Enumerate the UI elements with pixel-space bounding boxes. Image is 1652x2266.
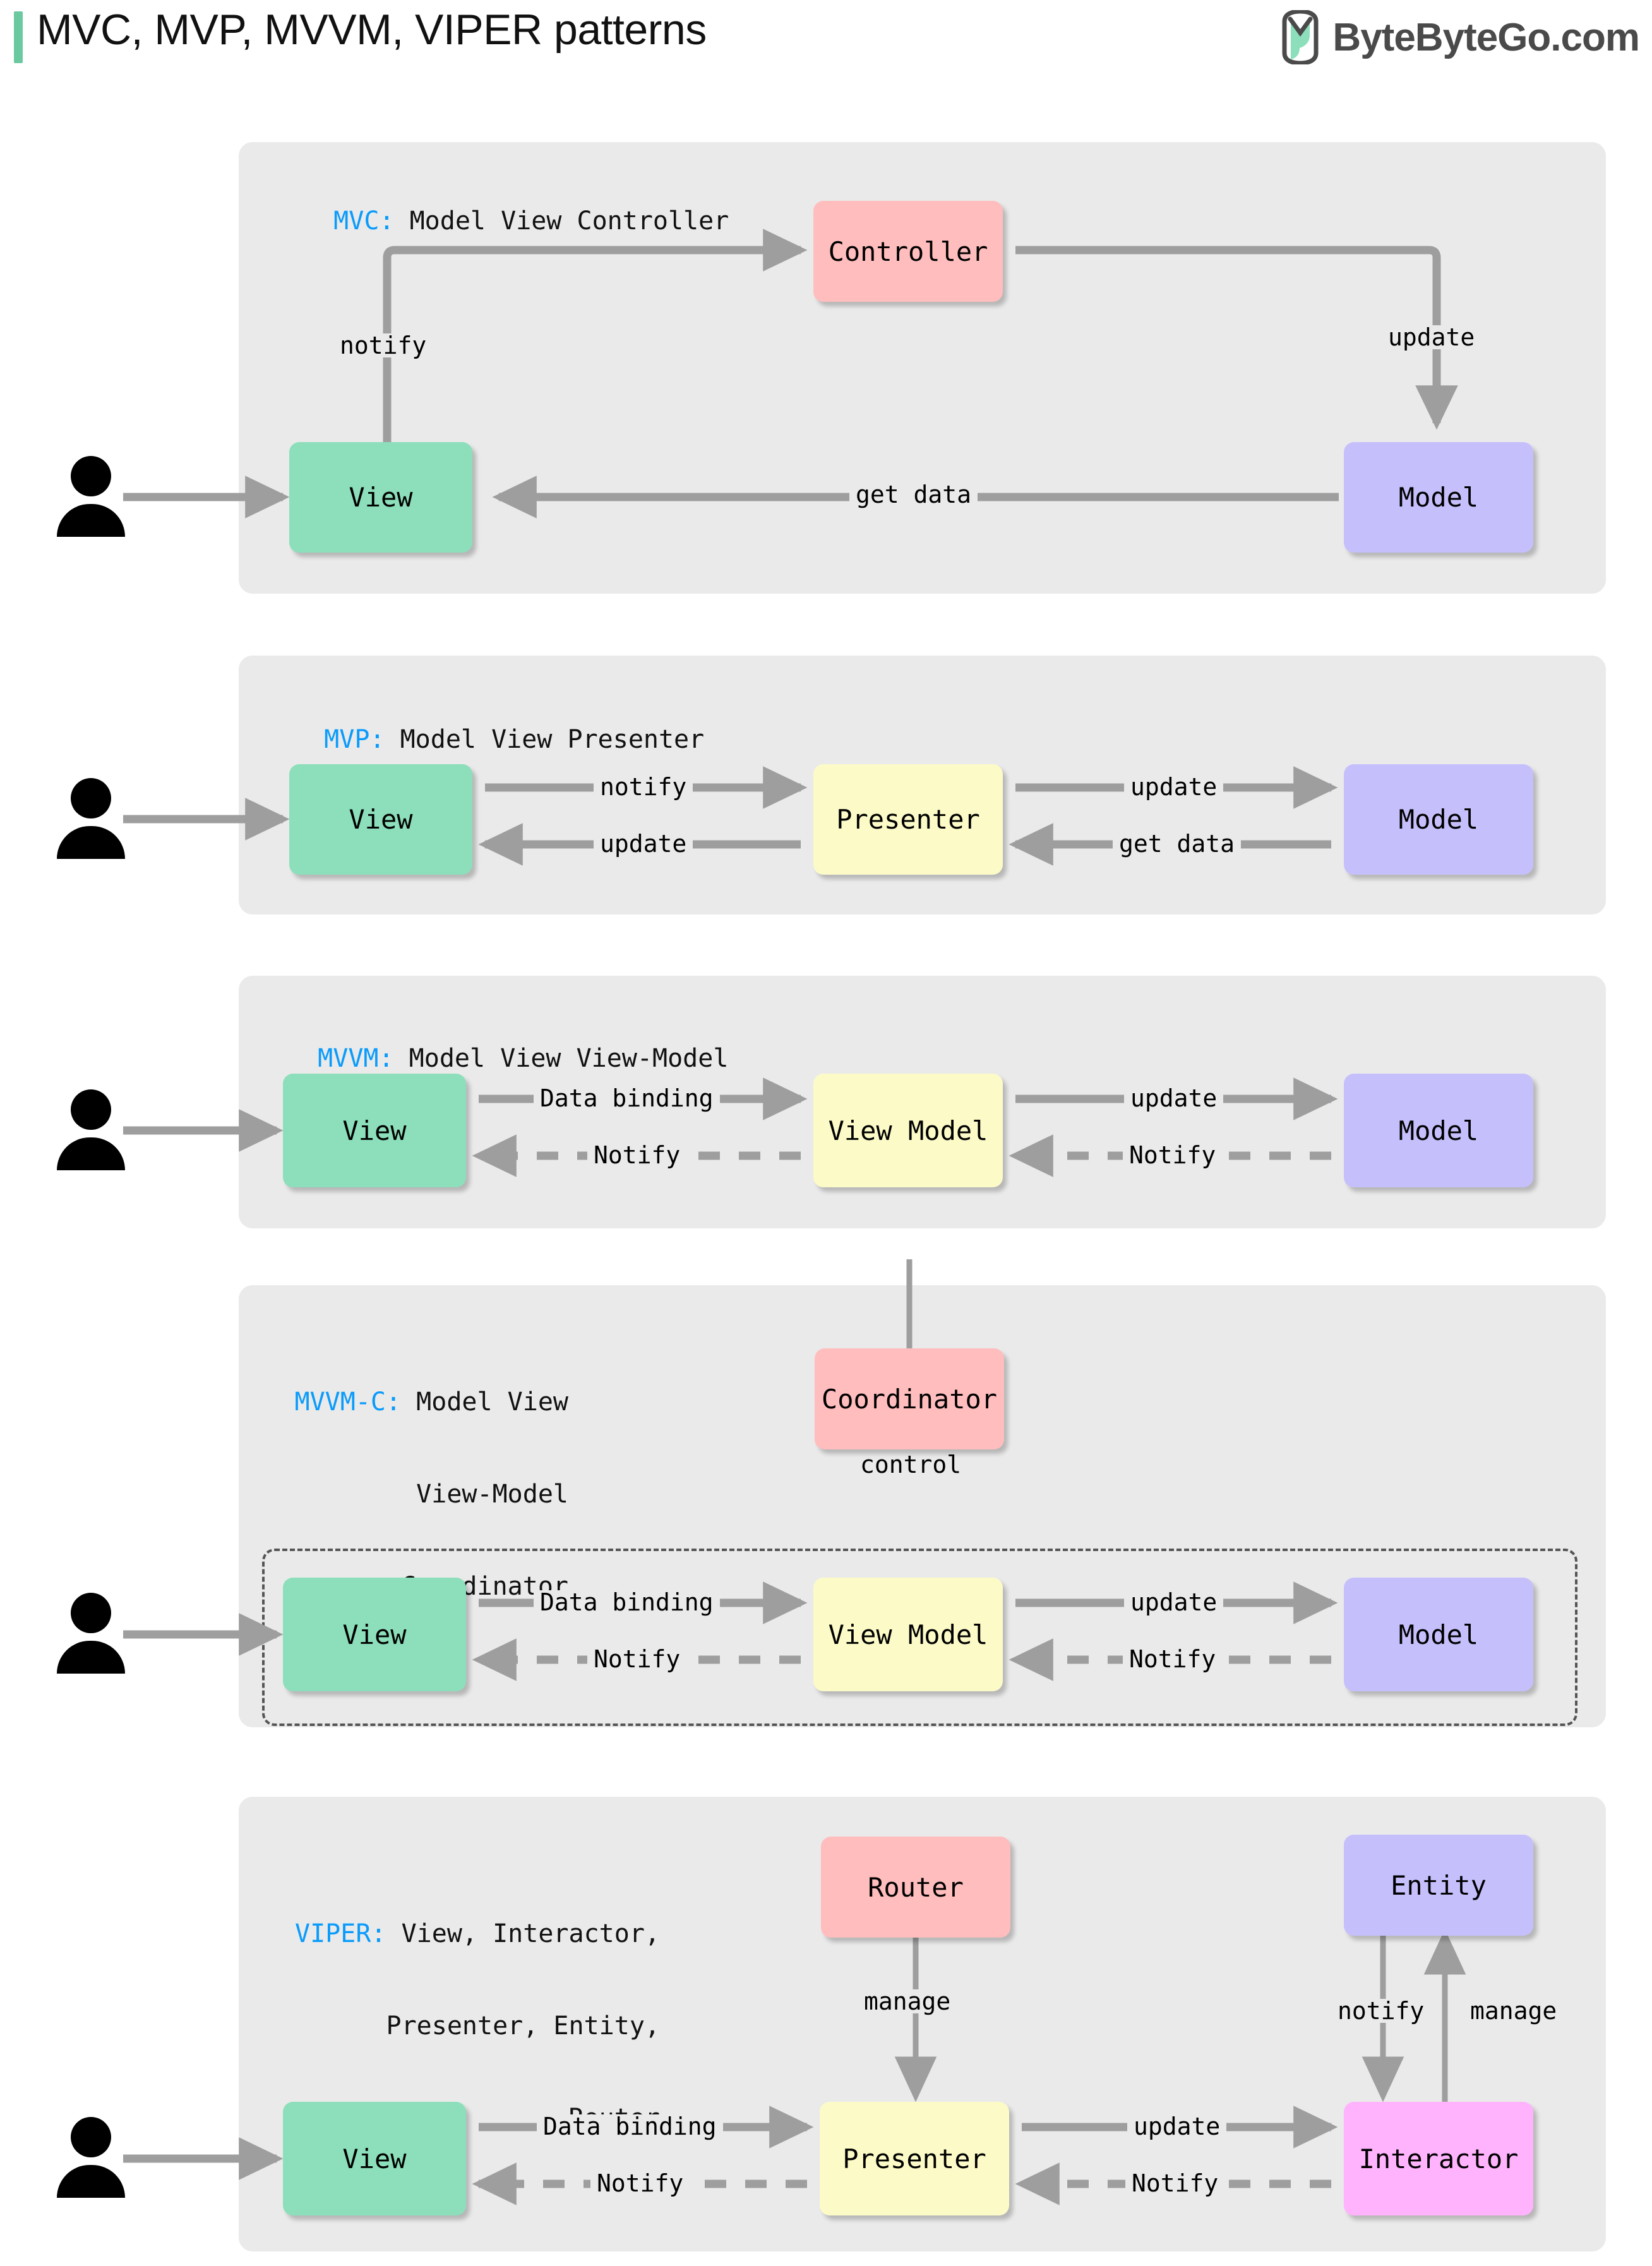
edge-label-viper-notify-ip: Notify (1125, 2171, 1225, 2195)
edge-label-mvvmc-notify-vm-v: Notify (587, 1647, 687, 1671)
person-head (71, 1593, 111, 1633)
node-viper-interactor[interactable]: Interactor (1344, 2102, 1533, 2215)
node-mvvmc-viewmodel[interactable]: View Model (813, 1578, 1003, 1691)
section-key-mvp: MVP: (324, 724, 385, 754)
person-body (57, 826, 125, 859)
section-title-mvc: Model View Controller (394, 206, 729, 236)
node-mvvmc-model[interactable]: Model (1344, 1578, 1533, 1691)
user-person-icon (57, 2117, 125, 2199)
edge-label-mvc-notify: notify (333, 333, 433, 357)
person-body (57, 1641, 125, 1674)
section-key-mvvm: MVVM: (318, 1043, 394, 1073)
edge-label-mvvmc-control: control (854, 1453, 968, 1477)
bytebytego-logo-icon (1282, 10, 1319, 64)
edge-label-mvvmc-databinding: Data binding (534, 1590, 720, 1614)
edge-label-mvvm-notify-vm-v: Notify (587, 1143, 687, 1167)
edge-label-mvvmc-notify-m-vm: Notify (1123, 1647, 1223, 1671)
person-body (57, 1137, 125, 1170)
section-title-mvvm: Model View View-Model (393, 1043, 729, 1073)
node-mvp-view[interactable]: View (289, 764, 472, 875)
edge-label-viper-notify-pv: Notify (590, 2171, 690, 2195)
user-person-icon (57, 1089, 125, 1172)
edge-label-mvp-getdata: get data (1113, 832, 1242, 856)
node-mvvmc-coordinator[interactable]: Coordinator (815, 1348, 1004, 1449)
title-accent-bar (14, 11, 23, 63)
user-person-icon (57, 456, 125, 538)
edge-label-mvvm-update: update (1124, 1086, 1224, 1110)
node-mvc-view[interactable]: View (289, 442, 472, 553)
person-head (71, 1089, 111, 1130)
node-viper-entity[interactable]: Entity (1344, 1835, 1533, 1936)
node-mvvm-view[interactable]: View (283, 1074, 466, 1187)
edge-label-mvc-update: update (1382, 325, 1481, 349)
node-viper-view[interactable]: View (283, 2102, 466, 2215)
edge-label-viper-manage-ie: manage (1464, 1999, 1564, 2023)
person-body (57, 2165, 125, 2198)
section-key-mvc: MVC: (333, 206, 395, 236)
section-title-mvp: Model View Presenter (385, 724, 705, 754)
section-title-mvvmc-line1: Model View (401, 1387, 568, 1417)
node-mvp-presenter[interactable]: Presenter (813, 764, 1003, 875)
edge-label-mvp-notify: notify (594, 775, 693, 799)
node-viper-presenter[interactable]: Presenter (820, 2102, 1009, 2215)
section-caption-mvc: MVC: Model View Controller (303, 175, 729, 237)
section-caption-mvp: MVP: Model View Presenter (294, 693, 704, 755)
edge-label-mvp-update-pm: update (1124, 775, 1224, 799)
section-key-viper: VIPER: (295, 1919, 386, 1948)
user-person-icon (57, 1593, 125, 1675)
edge-label-viper-notify-ei: notify (1331, 1999, 1431, 2023)
edge-label-viper-manage-rp: manage (858, 1989, 957, 2013)
section-key-mvvmc: MVVM-C: (294, 1387, 402, 1417)
node-mvc-controller[interactable]: Controller (813, 201, 1003, 302)
edge-label-mvp-update-pv: update (594, 832, 693, 856)
edge-label-viper-databinding: Data binding (537, 2114, 723, 2138)
section-title-viper-line1: View, Interactor, (386, 1919, 660, 1948)
edge-label-viper-update: update (1127, 2114, 1227, 2138)
person-head (71, 778, 111, 818)
person-head (71, 456, 111, 496)
node-mvvm-viewmodel[interactable]: View Model (813, 1074, 1003, 1187)
user-person-icon (57, 778, 125, 860)
section-title-viper-line2: Presenter, Entity, (386, 2011, 660, 2041)
brand-name: ByteByteGo.com (1332, 15, 1640, 59)
edge-label-mvvmc-update: update (1124, 1590, 1224, 1614)
person-body (57, 504, 125, 537)
edge-label-mvvm-notify-m-vm: Notify (1123, 1143, 1223, 1167)
node-mvvm-model[interactable]: Model (1344, 1074, 1533, 1187)
edge-label-mvvm-databinding: Data binding (534, 1086, 720, 1110)
page-title: MVC, MVP, MVVM, VIPER patterns (37, 6, 707, 54)
edge-label-mvc-getdata: get data (849, 483, 978, 507)
node-viper-router[interactable]: Router (821, 1837, 1010, 1938)
page-header: MVC, MVP, MVVM, VIPER patterns ByteByteG… (0, 0, 1652, 76)
brand: ByteByteGo.com (1278, 10, 1640, 64)
section-caption-mvvm: MVVM: Model View View-Model (287, 1012, 728, 1074)
person-head (71, 2117, 111, 2157)
node-mvc-model[interactable]: Model (1344, 442, 1533, 553)
node-mvp-model[interactable]: Model (1344, 764, 1533, 875)
section-title-mvvmc-line2: View-Model (416, 1479, 568, 1509)
node-mvvmc-view[interactable]: View (283, 1578, 466, 1691)
